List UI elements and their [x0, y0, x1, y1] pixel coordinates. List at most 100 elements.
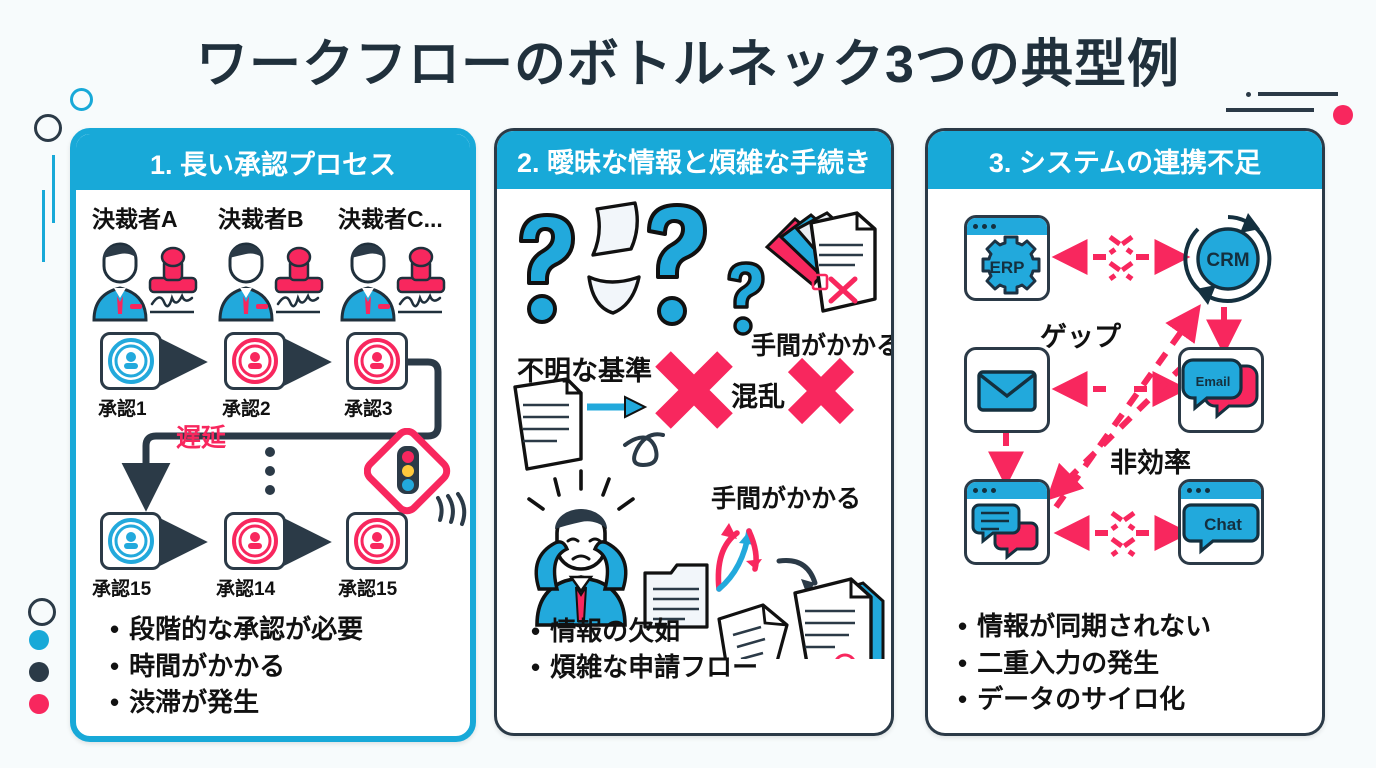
panel-2-bullets: • 情報の欠如 • 煩雑な申請フロー	[531, 614, 881, 687]
decor-ring-navy-top	[34, 114, 62, 142]
panel-3-header: 3. システムの連携不足	[928, 131, 1322, 189]
panel-1-bullets: • 段階的な承認が必要 • 時間がかかる • 渋滞が発生	[110, 612, 460, 722]
page-title: ワークフローのボトルネック3つの典型例	[196, 36, 1180, 94]
system-node-chat-label: Chat	[1204, 515, 1242, 534]
panel-1-header: 1. 長い承認プロセス	[76, 134, 470, 190]
decor-vline-short	[52, 155, 55, 223]
system-connections	[988, 234, 1242, 558]
system-node-email-label: Email	[1196, 374, 1231, 389]
system-node-erp-label: ERP	[990, 258, 1025, 277]
system-node-mail	[964, 347, 1050, 433]
approver-label-c: 決裁者C...	[338, 206, 443, 232]
bullet-text: 情報が同期されない	[977, 611, 1212, 642]
bullet-text: 煩雑な申請フロー	[550, 652, 759, 683]
system-node-erp: ERP	[964, 215, 1050, 301]
bullet-text: 段階的な承認が必要	[129, 614, 364, 645]
label-unclear-criteria: 不明な基準	[517, 356, 652, 386]
window-titlebar	[967, 482, 1047, 499]
bullet-text: データのサイロ化	[977, 684, 1186, 715]
list-item: • 時間がかかる	[110, 649, 460, 684]
system-node-messages	[964, 479, 1050, 565]
bullet-marker: •	[110, 650, 120, 681]
panel-long-approval-process: 1. 長い承認プロセス 決裁者A 決裁者B 決裁者C...	[70, 128, 476, 742]
bullet-marker: •	[958, 684, 968, 715]
question-mark-large-left	[519, 213, 575, 324]
x-mark-right	[787, 357, 855, 425]
chat-bubbles-icon	[971, 503, 1039, 561]
list-item: • 煩雑な申請フロー	[531, 650, 881, 685]
approval-card-2	[224, 332, 286, 390]
approver-figures	[92, 242, 446, 322]
x-mark-left	[655, 351, 733, 429]
label-time-consuming-bottom: 手間がかかる	[711, 485, 862, 513]
decor-hline-upper	[1258, 92, 1338, 96]
system-node-crm: CRM	[1183, 213, 1272, 305]
system-node-email: Email	[1178, 347, 1264, 433]
bullet-text: 情報の欠如	[550, 615, 681, 646]
list-item: • 渋滞が発生	[110, 685, 460, 720]
panel-3-body: ERP CRM	[928, 189, 1322, 733]
bullet-text: 渋滞が発生	[129, 687, 260, 718]
traffic-light-sign-icon	[364, 428, 467, 526]
approval-caption-4: 承認15	[92, 579, 152, 600]
list-item: • 段階的な承認が必要	[110, 612, 460, 647]
panel-system-integration-gap: 3. システムの連携不足	[925, 128, 1325, 736]
approval-card-1	[100, 332, 162, 390]
label-gap: ゲップ	[1040, 322, 1121, 352]
frustrated-person-icon	[527, 469, 635, 627]
decor-ring-cyan-top	[70, 88, 93, 111]
decor-vline-long	[42, 190, 45, 262]
decor-ring-navy-bottom	[28, 598, 56, 626]
approval-card-6	[346, 512, 408, 570]
email-bubble-icon: Email	[1181, 358, 1259, 420]
panel-ambiguous-info: 2. 曖昧な情報と煩雑な手続き	[494, 128, 894, 736]
list-item: • 二重入力の発生	[958, 646, 1312, 681]
bullet-marker: •	[958, 611, 968, 642]
decor-dot-pink-bottom	[29, 694, 49, 714]
approval-card-3	[346, 332, 408, 390]
approval-flow-connectors	[121, 337, 442, 567]
confusion-illustration	[513, 201, 885, 659]
system-node-crm-label: CRM	[1206, 250, 1249, 271]
approval-caption-2: 承認2	[222, 399, 271, 420]
panel-2-header: 2. 曖昧な情報と煩雑な手続き	[497, 131, 891, 189]
approval-caption-6: 承認15	[338, 579, 398, 600]
list-item: • 情報の欠如	[531, 614, 881, 649]
branching-arrows-icon	[715, 523, 762, 592]
question-mark-large-center	[647, 203, 707, 326]
bullet-text: 二重入力の発生	[977, 647, 1160, 678]
window-titlebar	[1181, 482, 1261, 499]
approval-caption-5: 承認14	[216, 579, 276, 600]
chat-window-icon: Chat	[1182, 503, 1260, 555]
decor-dot-topright	[1246, 92, 1251, 97]
decor-dot-navy-bottom	[29, 662, 49, 682]
system-node-chat: Chat	[1178, 479, 1264, 565]
approval-caption-3: 承認3	[344, 399, 393, 420]
rejected-documents-icon	[764, 211, 877, 313]
panel-3-bullets: • 情報が同期されない • 二重入力の発生 • データのサイロ化	[958, 609, 1312, 719]
gear-icon: ERP	[981, 235, 1041, 295]
approval-caption-1: 承認1	[98, 399, 147, 420]
bullet-marker: •	[958, 647, 968, 678]
list-item: • 情報が同期されない	[958, 609, 1312, 644]
label-inefficiency: 非効率	[1110, 448, 1191, 478]
envelope-icon	[977, 370, 1037, 412]
panel-2-body: 不明な基準 手間がかかる 混乱 手間がかかる • 情報の欠如 • 煩雑な申請フロ…	[497, 189, 891, 733]
delay-label: 遅延	[176, 424, 227, 452]
approver-label-a: 決裁者A	[92, 206, 178, 232]
list-item: • データのサイロ化	[958, 682, 1312, 717]
decor-dot-cyan-bottom	[29, 630, 49, 650]
approver-label-b: 決裁者B	[218, 206, 304, 232]
question-mark-small	[727, 261, 765, 336]
approval-card-4	[100, 512, 162, 570]
label-time-consuming-top: 手間がかかる	[751, 332, 894, 360]
approval-card-5	[224, 512, 286, 570]
bullet-text: 時間がかかる	[129, 650, 286, 681]
panel-1-body: 決裁者A 決裁者B 決裁者C...	[76, 190, 470, 736]
label-confusion: 混乱	[731, 382, 785, 412]
bullet-marker: •	[531, 615, 541, 646]
bullet-marker: •	[531, 652, 541, 683]
bullet-marker: •	[110, 687, 120, 718]
decor-dot-pink-topright	[1333, 105, 1353, 125]
